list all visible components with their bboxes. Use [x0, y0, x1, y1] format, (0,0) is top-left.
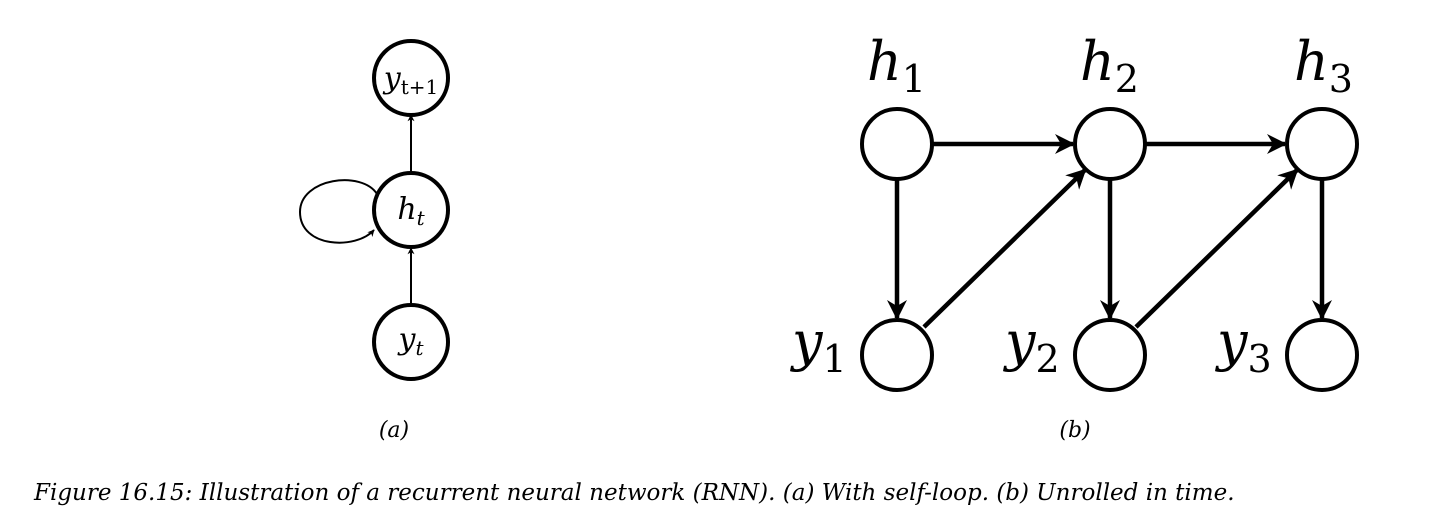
node-h-t — [372, 171, 450, 249]
edge-y2-to-h3 — [1134, 168, 1299, 329]
node-h2 — [1073, 107, 1147, 181]
label-y2: y2 — [1003, 310, 1060, 381]
node-h1 — [860, 107, 934, 181]
label-y-t: yt — [397, 322, 425, 360]
label-y3: y3 — [1215, 310, 1272, 381]
label-y-t-plus-1: yt+1 — [382, 61, 438, 99]
label-h3: h3 — [1294, 30, 1353, 101]
edge-y1-to-h2 — [922, 168, 1087, 329]
label-h1: h1 — [867, 30, 926, 101]
panel-b: h1 h2 h3 y1 y2 y3 (b) — [790, 30, 1359, 443]
label-h2: h2 — [1080, 30, 1139, 101]
panel-b-label: (b) — [1059, 418, 1090, 443]
figure-caption: Figure 16.15: Illustration of a recurren… — [34, 480, 1235, 506]
panel-a-label: (a) — [379, 418, 409, 443]
label-y1: y1 — [790, 310, 847, 381]
node-y3 — [1285, 318, 1359, 392]
node-y-t — [372, 303, 450, 381]
edge-ht-self-loop — [298, 179, 378, 244]
node-y2 — [1073, 318, 1147, 392]
node-y-t-plus-1 — [372, 39, 450, 117]
node-y1 — [860, 318, 934, 392]
panel-a: yt+1 ht yt (a) — [298, 39, 450, 443]
label-h-t: ht — [397, 192, 425, 230]
node-h3 — [1285, 107, 1359, 181]
